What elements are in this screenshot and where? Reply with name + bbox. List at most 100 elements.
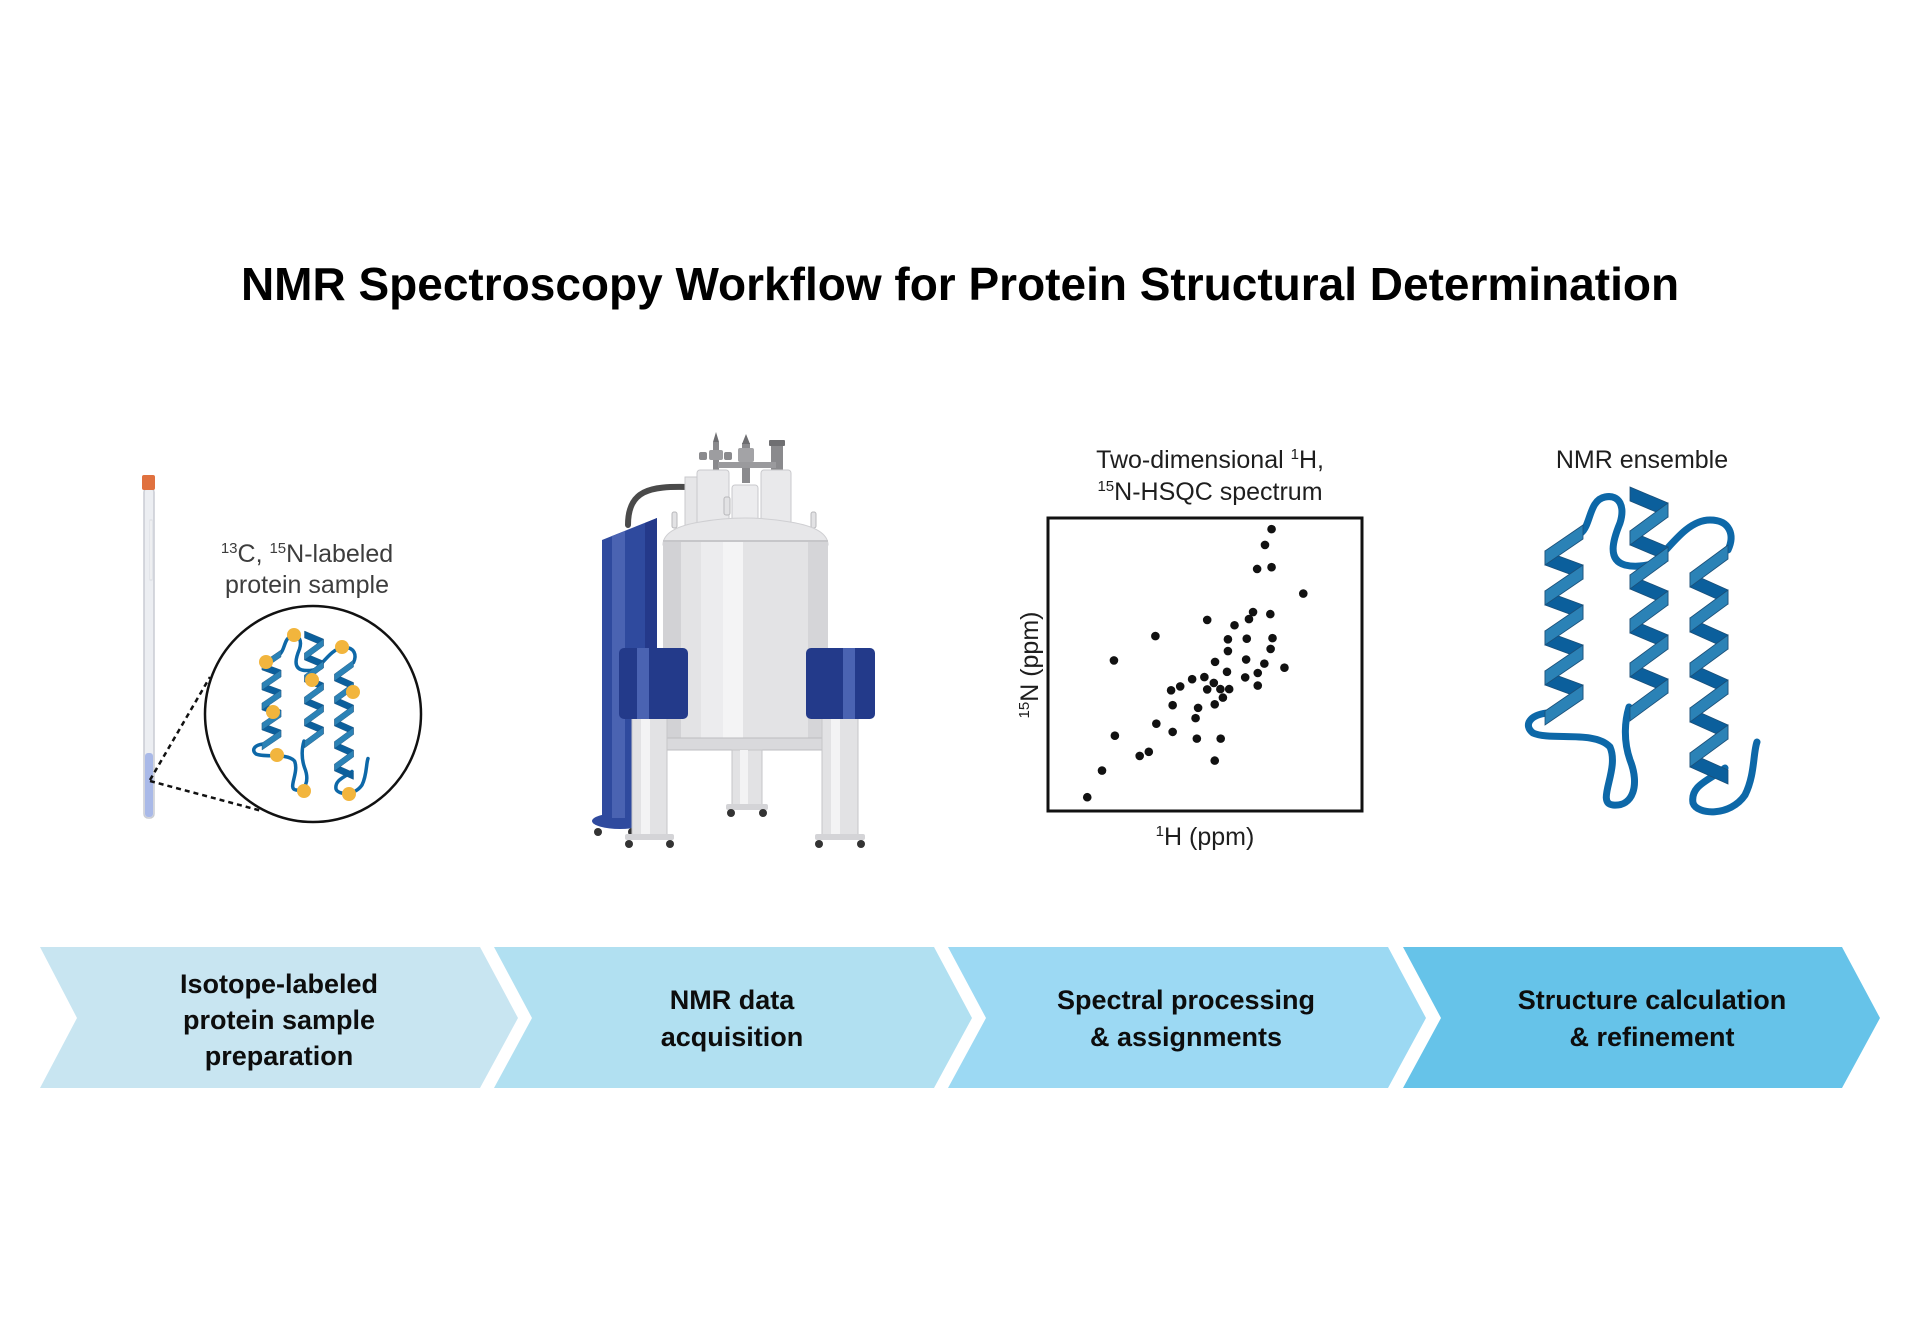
turret-right (760, 469, 792, 527)
x-axis-label-sup: 1 (1156, 823, 1164, 840)
isotope-label-dot (305, 673, 319, 687)
leg-foot (857, 840, 865, 848)
hsqc-peak (1200, 672, 1209, 682)
hsqc-peak (1260, 659, 1269, 668)
sample-label-text-c: C, (238, 540, 270, 568)
hsqc-peak (1097, 766, 1107, 775)
hsqc-peak (1168, 700, 1177, 710)
leg-footplate (625, 834, 674, 840)
shim-block-right (806, 648, 875, 719)
workflow-step-3[interactable]: Spectral processing & assignments (948, 947, 1426, 1088)
hsqc-peak (1110, 731, 1120, 740)
chart-title-sup-15: 15 (1097, 478, 1114, 495)
hsqc-peak (1210, 657, 1220, 667)
step-4-label-line1: Structure calculation (1518, 985, 1787, 1015)
valve-knob (724, 452, 732, 460)
hsqc-peak (1202, 685, 1212, 694)
shim-block-highlight (843, 648, 855, 719)
hsqc-peak (1260, 540, 1270, 550)
port-pin (671, 511, 678, 529)
step-1-label-line2: protein sample (183, 1005, 375, 1035)
chart-title-line1: Two-dimensional 1H, (1096, 446, 1324, 474)
leg-foot (815, 840, 823, 848)
hsqc-peak (1193, 703, 1203, 713)
step-4-label-line2: & refinement (1569, 1022, 1734, 1052)
hsqc-peak (1230, 620, 1239, 630)
hsqc-peak (1216, 684, 1225, 694)
nmr-spectrometer-illustration (592, 432, 875, 848)
isotope-label-dot (266, 705, 280, 719)
hsqc-peak (1187, 674, 1197, 684)
hsqc-peak (1223, 646, 1233, 656)
isotope-label-dot (346, 685, 360, 699)
hsqc-peak (1266, 644, 1275, 654)
workflow-step-4[interactable]: Structure calculation & refinement (1403, 947, 1880, 1088)
hsqc-peak (1267, 524, 1276, 534)
valve-stem (771, 440, 783, 478)
leg-foot (759, 809, 767, 817)
ensemble-label: NMR ensemble (1556, 446, 1728, 474)
console-foot (594, 828, 602, 836)
hsqc-peak (1242, 634, 1252, 644)
cryo-hose (625, 483, 691, 528)
page-title: NMR Spectroscopy Workflow for Protein St… (241, 258, 1679, 310)
nmr-ensemble-structure (1528, 487, 1757, 812)
step-1-chevron[interactable] (40, 947, 518, 1088)
sample-label-text-n: N-labeled (286, 540, 393, 568)
y-axis-label: 15N (ppm) (1016, 612, 1044, 719)
magnification-callout (148, 604, 423, 824)
zoom-line-lower (149, 779, 263, 813)
hsqc-peaks (1082, 524, 1308, 802)
hsqc-peak (1192, 734, 1202, 743)
isotope-label-dot (259, 655, 273, 669)
port-pin (723, 496, 731, 516)
workflow-steps: Isotope-labeled protein sample preparati… (40, 947, 1880, 1088)
x-axis-label-text: H (ppm) (1164, 823, 1254, 851)
sample-label-sup-13: 13 (221, 540, 238, 557)
valve-tip (742, 434, 750, 444)
tube-highlight (149, 519, 153, 581)
leg-footplate (726, 804, 768, 810)
hsqc-peak (1253, 668, 1263, 678)
step-3-label-line2: & assignments (1090, 1022, 1282, 1052)
step-3-chevron[interactable] (948, 947, 1426, 1088)
hsqc-peak (1135, 751, 1144, 761)
leg-foot (666, 840, 674, 848)
y-axis-label-sup: 15 (1016, 702, 1033, 719)
console-panel-highlight (612, 531, 625, 818)
hsqc-peak (1175, 682, 1185, 691)
isotope-label-dot (342, 787, 356, 801)
leg-highlight (641, 715, 650, 837)
step-3-label-line1: Spectral processing (1057, 985, 1315, 1015)
valve-manifold (718, 462, 776, 468)
hsqc-peak (1253, 681, 1263, 690)
leg-highlight (831, 715, 840, 837)
isotope-label-dot (297, 784, 311, 798)
hsqc-peak (1109, 656, 1119, 665)
nmr-tube-illustration (142, 475, 155, 819)
workflow-step-1[interactable]: Isotope-labeled protein sample preparati… (40, 947, 518, 1088)
hsqc-peak (1252, 564, 1262, 574)
isotope-label-dot (287, 628, 301, 642)
hsqc-peak (1082, 792, 1092, 802)
valve-tip (713, 432, 719, 442)
isotope-label-dot (335, 640, 349, 654)
hsqc-peak (1223, 635, 1233, 644)
valve-knob (699, 452, 707, 460)
hsqc-peak (1240, 673, 1250, 682)
valve-body (738, 448, 754, 462)
tube-liquid (145, 753, 153, 817)
hsqc-peak (1166, 685, 1176, 695)
hsqc-peak (1210, 756, 1220, 765)
step-4-chevron[interactable] (1403, 947, 1880, 1088)
leg-foot (727, 809, 735, 817)
step-2-chevron[interactable] (494, 947, 972, 1088)
isotope-label-dot (270, 748, 284, 762)
hsqc-peak (1144, 747, 1154, 757)
workflow-step-2[interactable]: NMR data acquisition (494, 947, 972, 1088)
chart-title-text-hsqc: N-HSQC spectrum (1114, 478, 1322, 506)
chart-title-text: Two-dimensional (1096, 446, 1291, 474)
hsqc-peak (1210, 700, 1220, 709)
hsqc-peak (1266, 609, 1275, 619)
